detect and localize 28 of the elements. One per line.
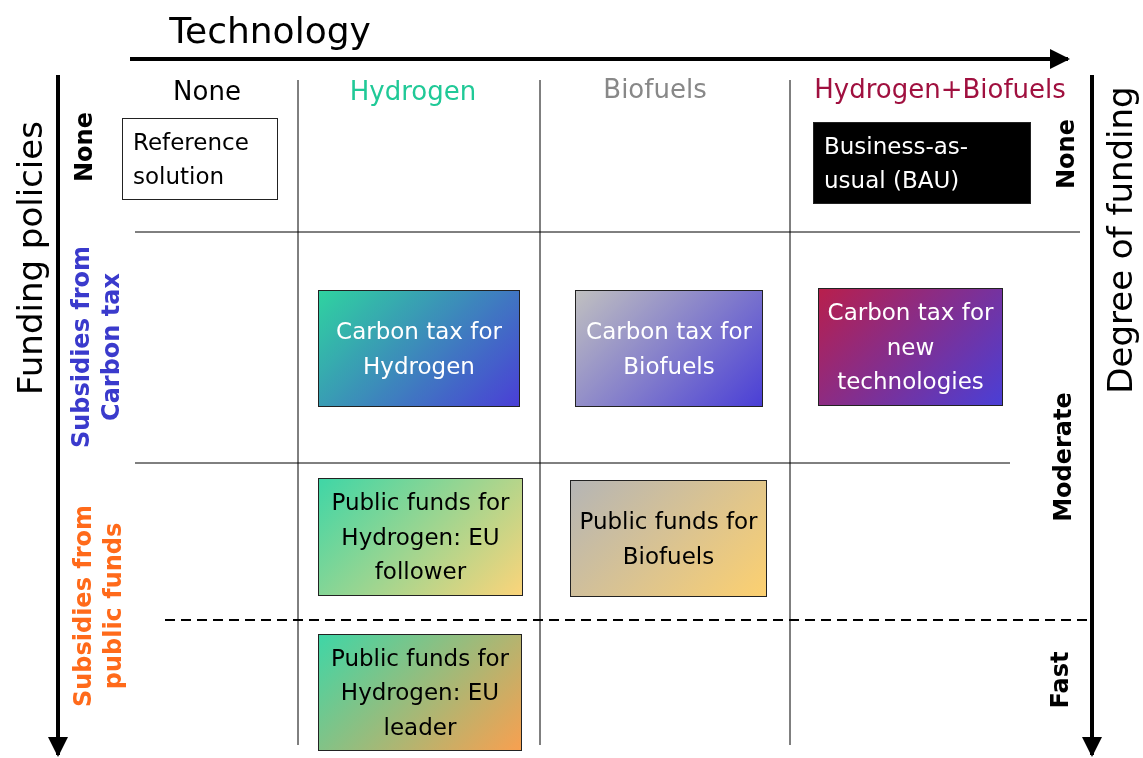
scenario-box [318,478,523,596]
scenario-box [575,290,763,407]
column-header: None [173,78,241,104]
scenario-box [570,480,767,597]
scenario-text: Carbon tax for Hydrogen [335,317,503,381]
degree-label: None [1054,119,1078,189]
axis-title: Degree of funding [1103,86,1137,394]
column-header: Biofuels [603,76,707,102]
axis-title: Funding policies [13,121,47,395]
degree-label: Moderate [1051,392,1075,522]
scenario-box [122,118,278,200]
scenario-text: Carbon tax for Biofuels [585,317,753,381]
scenario-text: Carbon tax for new technologies [826,298,995,397]
row-header: Subsidies from Carbon tax [66,244,126,451]
scenario-text: Public funds for Hydrogen: EU follower [330,488,511,587]
degree-label: Fast [1048,651,1072,709]
scenario-text: Reference solution [133,127,250,191]
scenario-box [318,634,522,751]
axis-title: Technology [169,13,371,49]
scenario-box [318,290,520,407]
scenario-box [813,122,1031,204]
scenario-box [818,288,1003,406]
column-header: Hydrogen [349,78,477,104]
row-header: Subsidies from public funds [68,503,128,710]
scenario-text: Business-as-usual (BAU) [824,131,970,195]
scenario-text: Public funds for Hydrogen: EU leader [329,643,511,742]
scenario-text: Public funds for Biofuels [578,507,759,571]
row-header: None [72,112,96,182]
